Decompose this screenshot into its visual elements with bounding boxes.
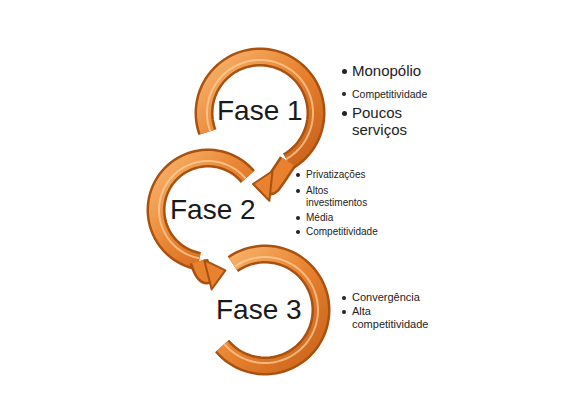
- cycle-arrow-node: Fase 3: [200, 245, 330, 375]
- bullet-dot: [342, 69, 347, 74]
- bullet-dot: [296, 216, 300, 220]
- bullet-dot: [296, 173, 300, 177]
- arrow-heads: [204, 260, 225, 289]
- ring-edge: [204, 57, 316, 161]
- ring-highlight: [207, 60, 313, 159]
- bullet-text: Competitividade: [306, 226, 406, 238]
- bullet-text: Convergência: [352, 291, 462, 304]
- arrow-edge: [199, 261, 208, 275]
- arrow-head: [204, 260, 225, 289]
- bullet-text: Privatizações: [306, 169, 406, 181]
- bullet-text: Monopólio: [352, 62, 462, 79]
- flow-arrow: [253, 162, 288, 201]
- arrow-body: [271, 162, 288, 186]
- bullet-text: Altos investimentos: [306, 185, 376, 208]
- bullet-text: Alta competitividade: [352, 305, 442, 330]
- bullet-dot: [342, 111, 347, 116]
- bullet-text: Competitividade: [352, 88, 462, 100]
- arrow-body: [199, 261, 208, 275]
- phase-title: Fase 2: [170, 195, 256, 226]
- phase-title: Fase 3: [216, 295, 302, 326]
- ring-body: [204, 57, 316, 161]
- phase-title: Fase 1: [217, 96, 303, 127]
- arrow-edge: [271, 162, 288, 186]
- bullet-dot: [342, 310, 346, 314]
- bullet-text: Poucos serviços: [352, 104, 432, 139]
- bullet-dot: [342, 92, 346, 96]
- arrow-heads: [253, 171, 272, 201]
- flow-arrow: [199, 260, 225, 289]
- bullet-dot: [296, 230, 300, 234]
- bullet-dot: [296, 189, 300, 193]
- arrow-head: [253, 171, 272, 201]
- bullet-text: Média: [306, 212, 406, 224]
- bullet-dot: [342, 296, 346, 300]
